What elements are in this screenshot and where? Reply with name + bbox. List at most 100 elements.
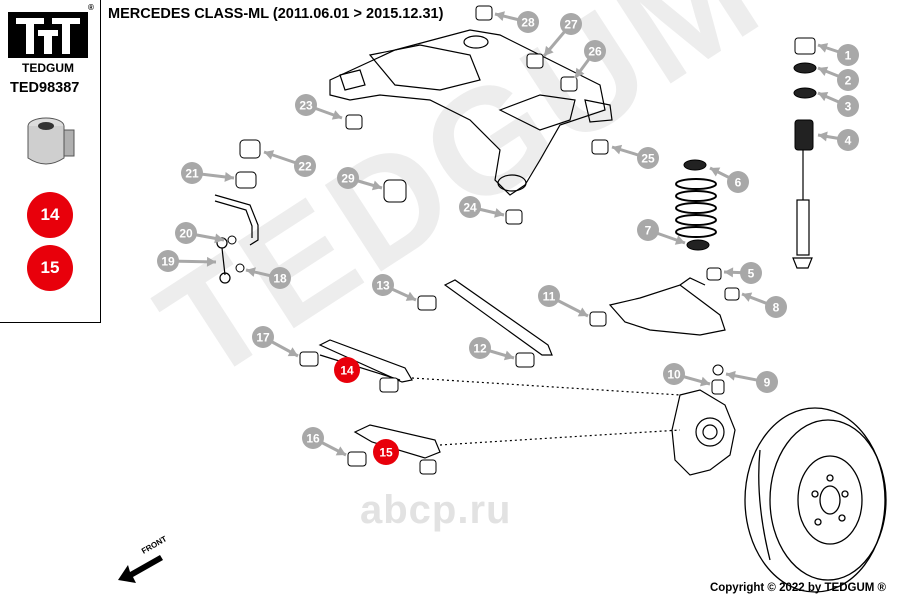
callout-4: 4 <box>817 129 859 151</box>
nut-18 <box>235 263 245 273</box>
bushing-15 <box>419 459 437 475</box>
stabilizer-link <box>216 237 231 284</box>
balljoint-9 <box>712 364 724 376</box>
bushing-29 <box>383 179 407 203</box>
callout-circle-24 <box>459 196 481 218</box>
callout-22: 22 <box>263 150 316 177</box>
callout-14: 14 <box>334 357 360 383</box>
callout-circle-4 <box>837 129 859 151</box>
bushing-17 <box>299 351 319 367</box>
callout-circle-12 <box>469 337 491 359</box>
callout-number-25: 25 <box>641 152 655 166</box>
bushing-13 <box>417 295 437 311</box>
callout-circle-28 <box>517 11 539 33</box>
bushing-5 <box>706 267 722 281</box>
upper-lateral-arm <box>443 279 553 356</box>
callout-arrowhead-25 <box>612 144 623 155</box>
sidebar: TEDGUM ® TED98387 14 15 <box>0 0 101 323</box>
callout-arrowhead-9 <box>726 370 736 381</box>
callout-10: 10 <box>663 363 711 387</box>
callout-circle-9 <box>756 371 778 393</box>
callout-arrowhead-29 <box>371 180 382 191</box>
callout-number-28: 28 <box>521 16 535 30</box>
dust-boot <box>794 119 814 151</box>
callout-23: 23 <box>295 94 343 120</box>
callout-circle-8 <box>765 296 787 318</box>
position-badge-14: 14 <box>27 192 73 238</box>
callout-arrowhead-6 <box>710 167 721 177</box>
callout-number-4: 4 <box>845 134 852 148</box>
callout-29: 29 <box>337 167 383 191</box>
callout-1: 1 <box>817 43 859 66</box>
tedgum-logo: TEDGUM <box>8 12 88 75</box>
callout-26: 26 <box>573 40 606 79</box>
callout-arrowhead-10 <box>699 376 710 387</box>
callout-circle-7 <box>637 219 659 241</box>
callout-number-13: 13 <box>376 279 390 293</box>
callout-circle-29 <box>337 167 359 189</box>
rear-subframe <box>329 29 613 196</box>
callout-number-5: 5 <box>748 267 755 281</box>
callout-number-8: 8 <box>773 301 780 315</box>
registered-mark: ® <box>88 3 94 12</box>
callout-circle-5 <box>740 262 762 284</box>
copyright: Copyright © 2022 by TEDGUM ® <box>709 582 886 594</box>
callout-number-6: 6 <box>735 176 742 190</box>
bushing-8 <box>724 287 740 301</box>
bushing-1 <box>794 37 816 55</box>
callout-circle-13 <box>372 274 394 296</box>
callout-6: 6 <box>709 166 749 193</box>
callout-number-16: 16 <box>306 432 320 446</box>
callout-19: 19 <box>157 250 217 272</box>
bushing-25 <box>591 139 609 155</box>
callout-number-18: 18 <box>273 272 287 286</box>
part-number: TED98387 <box>10 80 80 96</box>
washer-7 <box>686 239 710 251</box>
callout-arrowhead-21 <box>224 171 234 182</box>
callout-circle-18 <box>269 267 291 289</box>
callout-number-23: 23 <box>299 99 313 113</box>
callout-arrowhead-16 <box>335 446 346 456</box>
callout-number-17: 17 <box>256 331 270 345</box>
callout-9: 9 <box>725 370 778 393</box>
callout-arrowhead-12 <box>503 350 514 361</box>
product-thumbnail <box>27 117 75 165</box>
bushing-26 <box>560 76 578 92</box>
callout-18: 18 <box>245 267 291 289</box>
callout-circle-6 <box>727 171 749 193</box>
callout-16: 16 <box>302 427 347 457</box>
callout-25: 25 <box>611 144 659 169</box>
bushing-11 <box>589 311 607 327</box>
callout-number-21: 21 <box>185 167 199 181</box>
callout-number-1: 1 <box>845 49 852 63</box>
stabilizer-bar <box>214 194 259 246</box>
callout-arrowhead-3 <box>818 91 829 102</box>
watermark-site: abcp.ru <box>360 488 512 532</box>
callout-number-26: 26 <box>588 45 602 59</box>
callout-arrowhead-19 <box>206 256 216 267</box>
bushing-23 <box>345 114 363 130</box>
callout-15: 15 <box>373 439 399 465</box>
callout-arrowhead-2 <box>818 66 829 76</box>
callout-arrowhead-11 <box>577 307 588 317</box>
front-arrow <box>118 555 163 583</box>
lower-arm-14 <box>318 339 681 396</box>
bushings <box>227 5 817 475</box>
callout-number-27: 27 <box>564 18 578 32</box>
callout-circle-27 <box>560 13 582 35</box>
callout-arrowhead-17 <box>287 347 298 357</box>
position-badge-15: 15 <box>27 245 73 291</box>
callout-number-29: 29 <box>341 172 355 186</box>
callout-28: 28 <box>494 11 539 33</box>
callout-20: 20 <box>175 222 225 244</box>
wheel-knuckle <box>671 389 736 476</box>
bushing-22 <box>239 139 261 159</box>
callout-arrowhead-4 <box>818 131 828 142</box>
callout-17: 17 <box>252 326 299 358</box>
callout-circle-22 <box>294 155 316 177</box>
callout-number-2: 2 <box>845 74 852 88</box>
callout-arrowhead-7 <box>674 235 685 245</box>
callout-circle-10 <box>663 363 685 385</box>
callout-circle-3 <box>837 95 859 117</box>
callout-number-14: 14 <box>340 364 354 378</box>
